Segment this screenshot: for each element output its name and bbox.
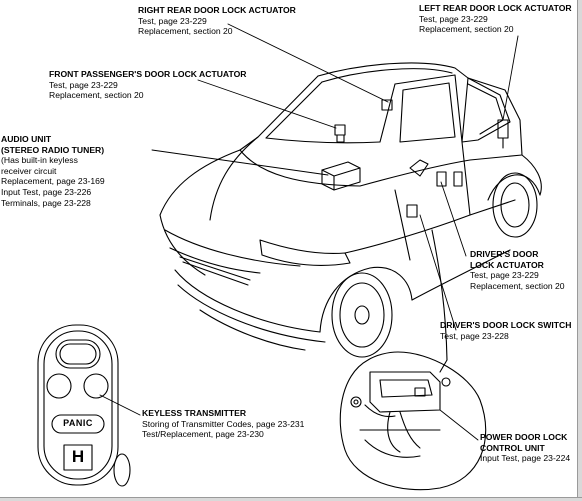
honda-logo: H [71, 447, 85, 466]
remote-fob [37, 324, 131, 487]
callout-power-door-lock-control-unit: POWER DOOR LOCK CONTROL UNIT Input Test,… [480, 432, 570, 464]
callout-line: Replacement, section 20 [470, 280, 565, 291]
callout-left-rear-actuator: LEFT REAR DOOR LOCK ACTUATOR Test, page … [419, 3, 572, 35]
callout-line: Replacement, section 20 [138, 26, 233, 37]
callout-line: (Has built-in keyless [1, 155, 78, 166]
callout-line: Storing of Transmitter Codes, page 23-23… [142, 418, 305, 429]
callout-title: DRIVER'S DOOR LOCK SWITCH [440, 320, 572, 330]
callout-right-rear-actuator: RIGHT REAR DOOR LOCK ACTUATOR Test, page… [138, 5, 296, 37]
callout-drivers-door-switch: DRIVER'S DOOR LOCK SWITCH Test, page 23-… [440, 320, 571, 341]
callout-line: Test, page 23-229 [138, 15, 207, 26]
callout-audio-unit: AUDIO UNIT (STEREO RADIO TUNER) (Has bui… [1, 134, 105, 208]
callout-title-line2: CONTROL UNIT [480, 442, 545, 453]
callout-line: Replacement, section 20 [419, 24, 514, 35]
car-body [159, 62, 542, 358]
callout-title: RIGHT REAR DOOR LOCK ACTUATOR [138, 5, 296, 15]
window-frame-bottom-edge [0, 497, 582, 501]
callout-line: Test, page 23-228 [440, 330, 509, 341]
callout-subtitle: (STEREO RADIO TUNER) [1, 144, 105, 155]
window-frame-right-edge [577, 0, 582, 501]
callout-title: LEFT REAR DOOR LOCK ACTUATOR [419, 3, 572, 13]
callout-title: AUDIO UNIT [1, 134, 52, 144]
callout-title: DRIVER'S DOOR [470, 249, 539, 259]
callout-keyless-transmitter: KEYLESS TRANSMITTER Storing of Transmitt… [142, 408, 304, 440]
callout-line: Test, page 23-229 [49, 79, 118, 90]
callout-title: POWER DOOR LOCK [480, 432, 568, 442]
component-symbols [321, 99, 509, 361]
panic-button-label: PANIC [63, 418, 93, 428]
callout-line: Test, page 23-229 [419, 13, 488, 24]
callout-line: Input Test, page 23-224 [480, 453, 571, 464]
callout-line: receiver circuit [1, 165, 57, 176]
callout-drivers-door-actuator: DRIVER'S DOOR LOCK ACTUATOR Test, page 2… [470, 249, 565, 291]
callout-line: Replacement, page 23-169 [1, 176, 105, 187]
leader-lines [99, 23, 519, 441]
callout-line: Test, page 23-229 [470, 270, 539, 281]
callout-line: Input Test, page 23-226 [1, 186, 92, 197]
callout-line: Test/Replacement, page 23-230 [142, 429, 264, 440]
callout-title: KEYLESS TRANSMITTER [142, 408, 247, 418]
callout-front-passenger-actuator: FRONT PASSENGER'S DOOR LOCK ACTUATOR Tes… [49, 69, 246, 101]
control-unit-inset [339, 351, 487, 491]
callout-title-line2: LOCK ACTUATOR [470, 259, 544, 270]
callout-title: FRONT PASSENGER'S DOOR LOCK ACTUATOR [49, 69, 247, 79]
callout-line: Terminals, page 23-228 [1, 197, 91, 208]
callout-line: Replacement, section 20 [49, 90, 144, 101]
